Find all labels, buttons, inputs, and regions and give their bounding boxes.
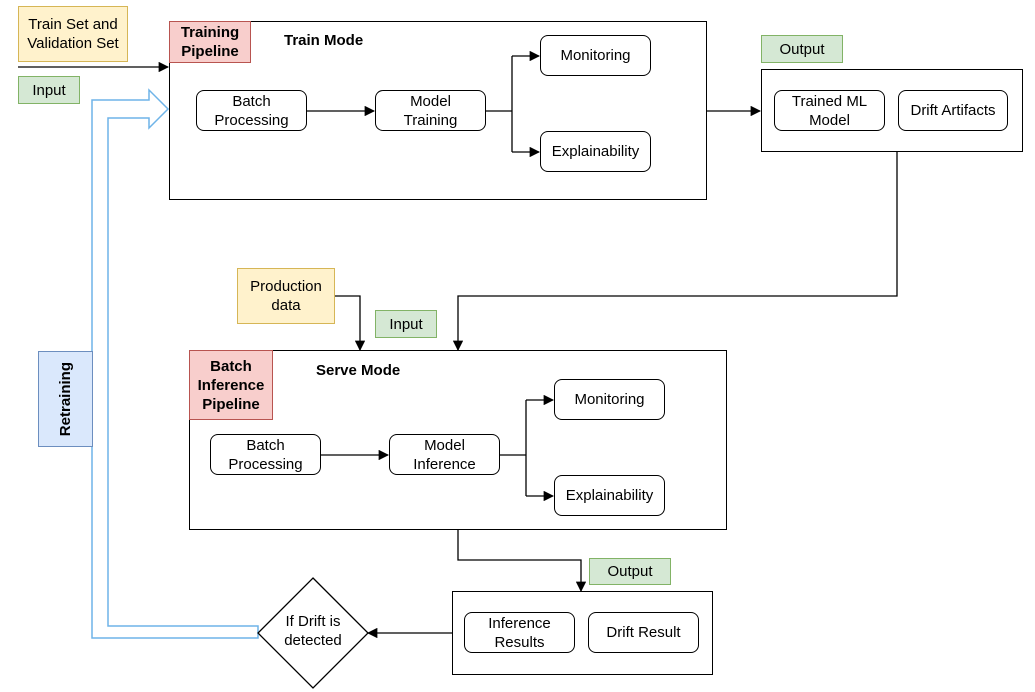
- drift-decision-diamond: [257, 577, 369, 689]
- train-validation-set-node: Train Set and Validation Set: [18, 6, 128, 62]
- model-training-node: Model Training: [375, 90, 486, 131]
- serve-monitoring-node: Monitoring: [554, 379, 665, 420]
- serve-explainability-node: Explainability: [554, 475, 665, 516]
- batch-inference-pipeline-tag: Batch Inference Pipeline: [189, 350, 273, 420]
- train-explainability-node: Explainability: [540, 131, 651, 172]
- retraining-arrow: [91, 88, 259, 639]
- serve-output-tag: Output: [589, 558, 671, 585]
- train-mode-panel: [169, 21, 707, 200]
- train-output-panel: [761, 69, 1023, 152]
- train-output-tag: Output: [761, 35, 843, 63]
- input-middle-label: Input: [375, 310, 437, 338]
- serve-mode-panel: [189, 350, 727, 530]
- output-to-serve-edge: [452, 152, 898, 352]
- production-to-serve-edge: [335, 295, 366, 352]
- drift-decision-label: If Drift is detected: [284, 613, 342, 649]
- serve-output-panel: [452, 591, 713, 675]
- retraining-label: Retraining: [57, 361, 74, 437]
- serve-batch-processing-node: Batch Processing: [210, 434, 321, 475]
- production-data-node: Production data: [237, 268, 335, 324]
- drift-result-node: Drift Result: [588, 612, 699, 653]
- retraining-label-box: Retraining: [38, 351, 93, 447]
- serve-to-output-edge: [457, 530, 587, 593]
- train-mode-title: Train Mode: [284, 32, 364, 49]
- training-pipeline-tag: Training Pipeline: [169, 21, 251, 63]
- train-monitoring-node: Monitoring: [540, 35, 651, 76]
- serve-mode-title: Serve Mode: [316, 362, 401, 379]
- input-top-label: Input: [18, 76, 80, 104]
- drift-artifacts-node: Drift Artifacts: [898, 90, 1008, 131]
- model-inference-node: Model Inference: [389, 434, 500, 475]
- inference-results-node: Inference Results: [464, 612, 575, 653]
- trained-ml-model-node: Trained ML Model: [774, 90, 885, 131]
- train-batch-processing-node: Batch Processing: [196, 90, 307, 131]
